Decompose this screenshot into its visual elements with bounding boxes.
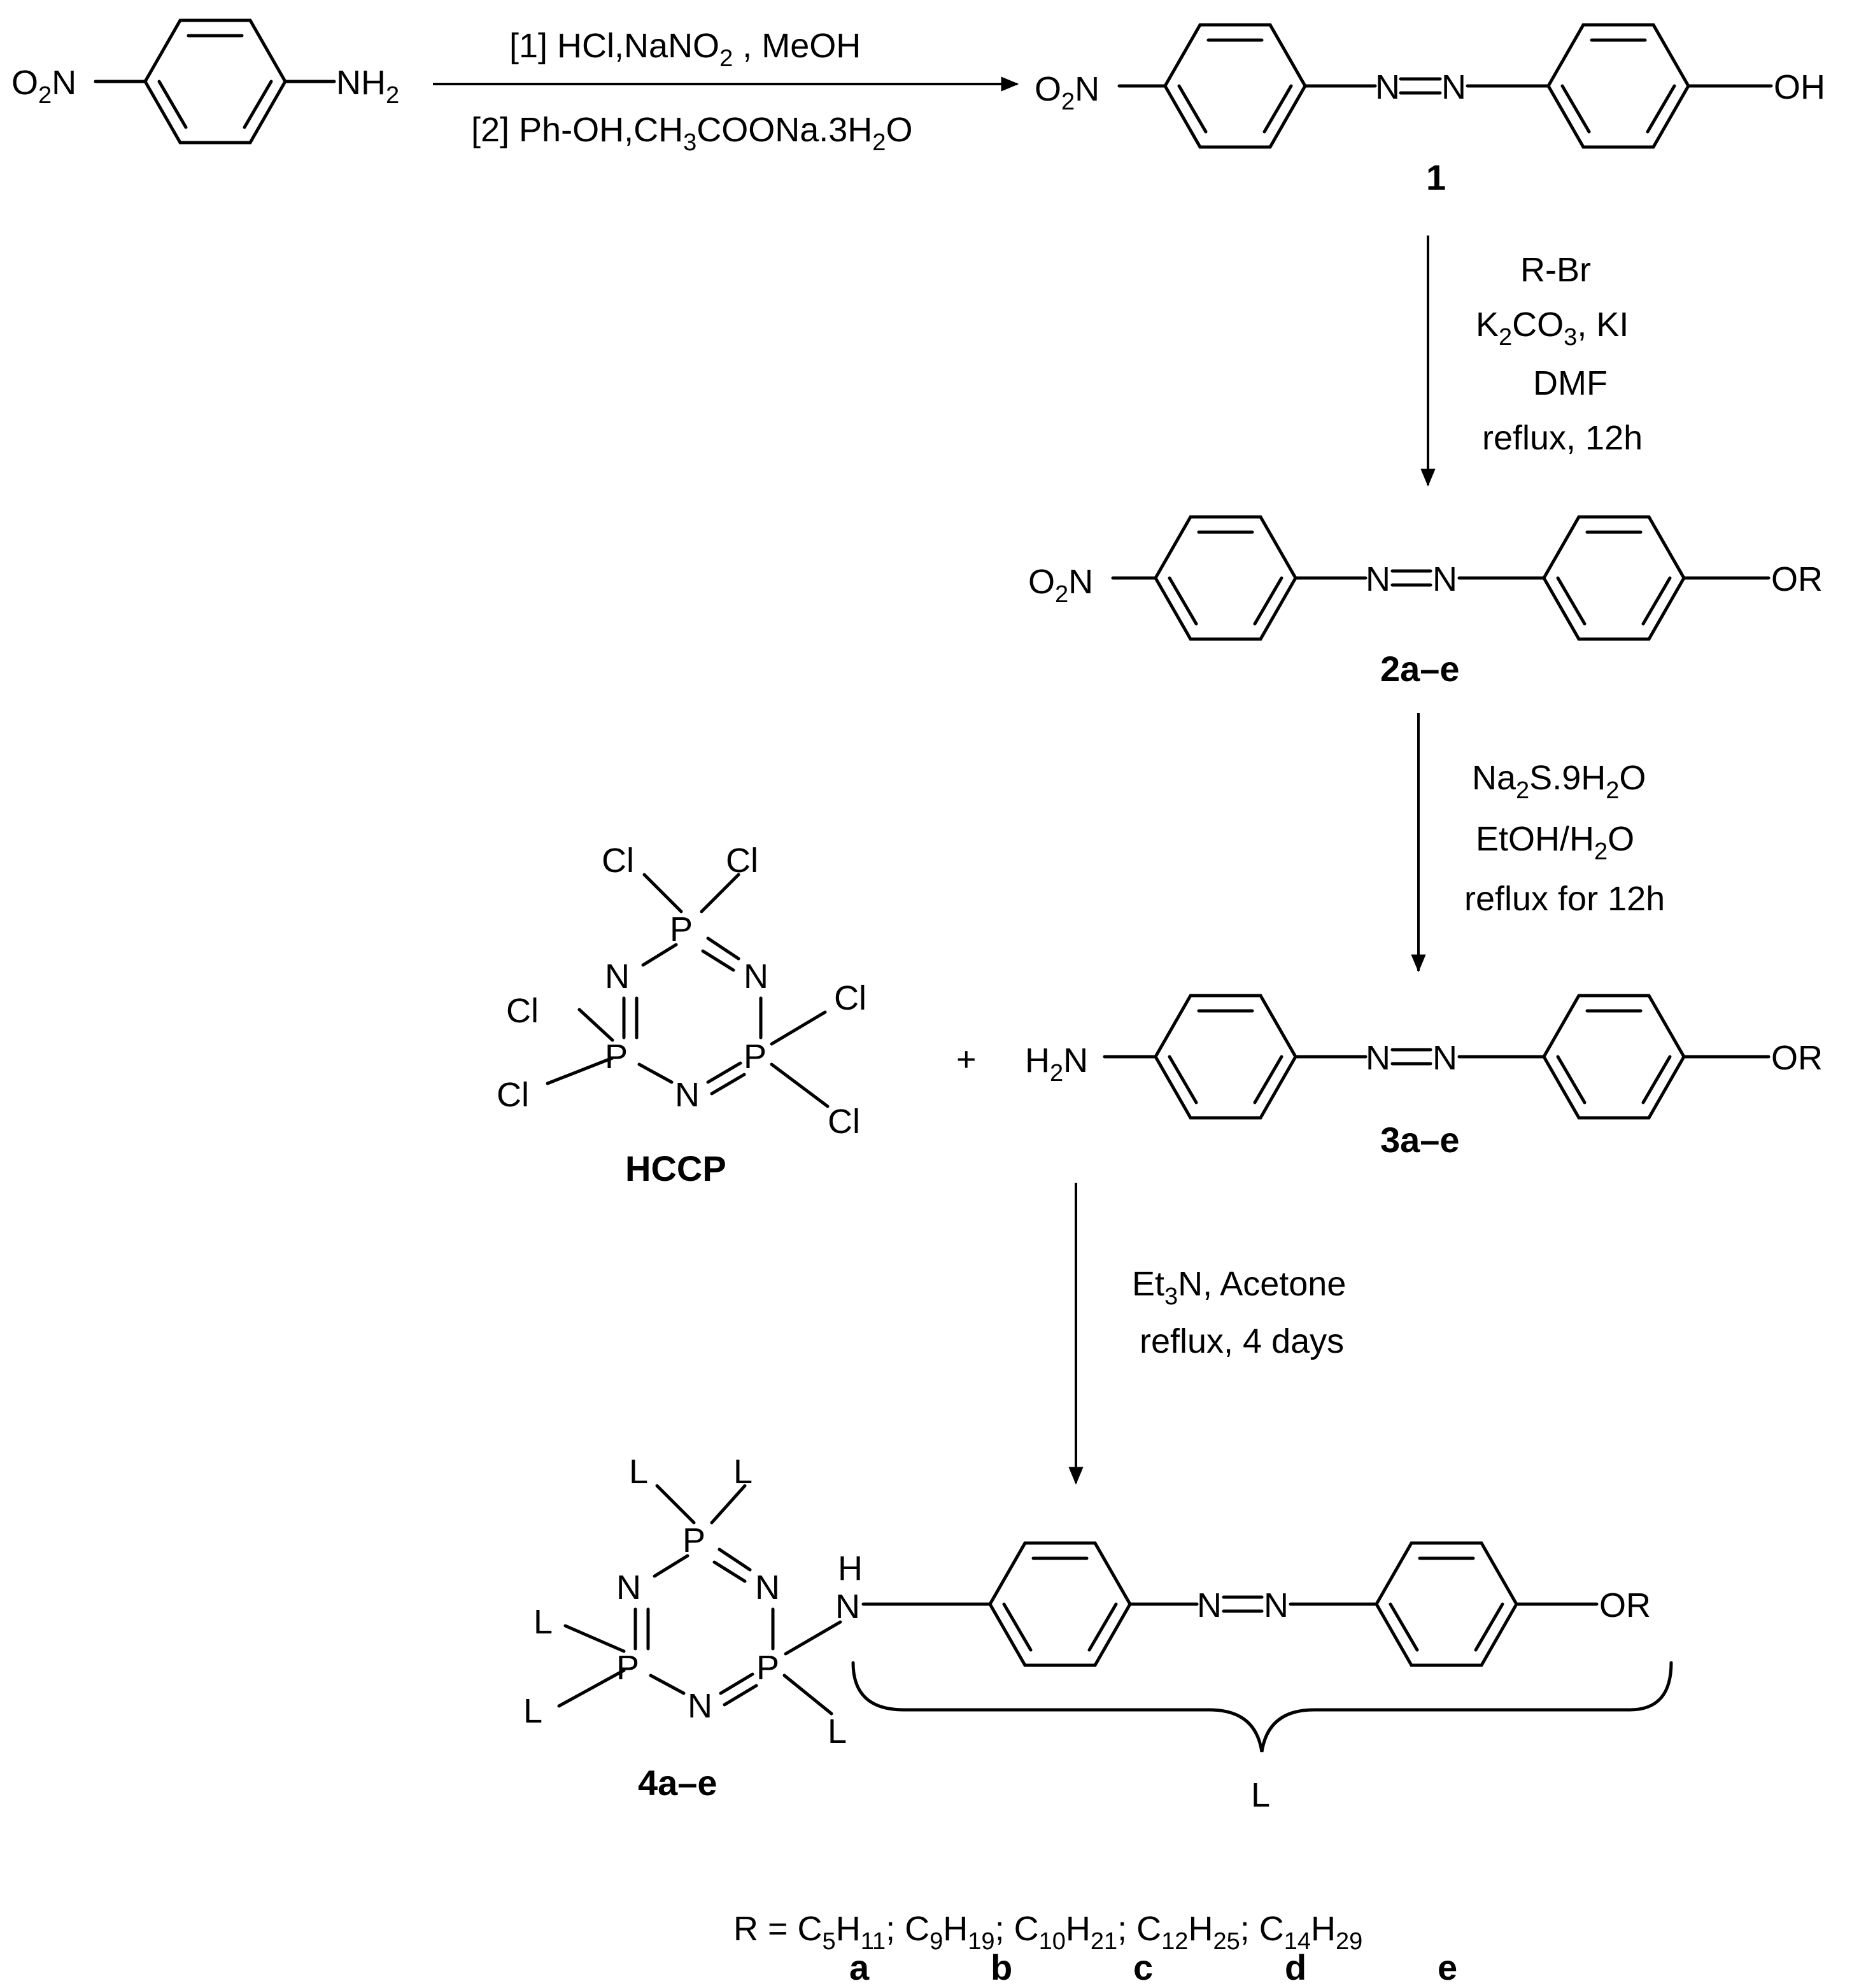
r-letter-b: b — [991, 1947, 1012, 1987]
compound-1-structure: O2N N N OH — [1035, 23, 1825, 149]
compound-3-structure: H2N N N OR — [1025, 994, 1823, 1120]
svg-text:Cl: Cl — [828, 1103, 860, 1141]
svg-text:OH: OH — [1774, 68, 1825, 106]
svg-text:N: N — [744, 957, 768, 996]
svg-text:EtOH/H2O: EtOH/H2O — [1476, 820, 1634, 865]
svg-text:L: L — [523, 1692, 542, 1730]
svg-text:N: N — [675, 1076, 700, 1114]
r-letter-c: c — [1133, 1947, 1153, 1987]
r-group-letters: a b c d e — [849, 1947, 1457, 1987]
svg-text:N: N — [1366, 1039, 1390, 1077]
svg-text:K2CO3, KI: K2CO3, KI — [1476, 306, 1629, 351]
step3-arrow: Na2S.9H2O EtOH/H2O reflux for 12h — [1411, 713, 1665, 973]
step1-reagent-line2: [2] Ph-OH,CH3COONa.3H2O — [471, 111, 912, 156]
svg-text:N: N — [1441, 68, 1466, 106]
compound-4-core: P N N P P N L L L L L H N — [523, 1453, 863, 1751]
svg-text:Cl: Cl — [602, 842, 634, 880]
r-letter-a: a — [849, 1947, 870, 1987]
svg-text:N: N — [688, 1687, 712, 1725]
compound-label-2a-e: 2a–e — [1380, 649, 1460, 689]
svg-text:NH2: NH2 — [336, 64, 399, 109]
r-letter-e: e — [1438, 1947, 1457, 1987]
svg-text:Cl: Cl — [726, 842, 758, 880]
svg-text:H2N: H2N — [1025, 1041, 1088, 1087]
svg-text:DMF: DMF — [1533, 364, 1608, 402]
svg-text:O2N: O2N — [1035, 70, 1099, 115]
step1-arrow: [1] HCl,NaNO2 , MeOH [2] Ph-OH,CH3COONa.… — [433, 27, 1019, 156]
svg-text:L: L — [828, 1712, 847, 1751]
svg-text:R-Br: R-Br — [1520, 251, 1591, 289]
svg-text:Et3N, Acetone: Et3N, Acetone — [1132, 1265, 1346, 1310]
svg-text:P: P — [756, 1649, 779, 1687]
p-nitroaniline-structure: O2N NH2 — [11, 18, 399, 145]
svg-text:O2N: O2N — [11, 64, 76, 109]
svg-text:N: N — [1432, 560, 1457, 598]
compound-label-hccp: HCCP — [625, 1148, 726, 1188]
ligand-label: L — [1251, 1776, 1270, 1814]
svg-text:reflux, 4 days: reflux, 4 days — [1140, 1322, 1344, 1360]
svg-text:Na2S.9H2O: Na2S.9H2O — [1472, 759, 1646, 804]
svg-text:N: N — [616, 1569, 641, 1607]
svg-text:OR: OR — [1771, 1039, 1823, 1077]
svg-text:reflux, 12h: reflux, 12h — [1482, 419, 1643, 457]
svg-text:L: L — [534, 1603, 553, 1641]
plus-sign: + — [956, 1040, 977, 1078]
svg-text:H: H — [838, 1549, 863, 1588]
svg-text:Cl: Cl — [506, 992, 539, 1030]
svg-text:L: L — [733, 1453, 753, 1491]
compound-2-structure: O2N N N OR — [1028, 515, 1823, 641]
svg-text:N: N — [755, 1569, 780, 1607]
step1-reagent-line1: [1] HCl,NaNO2 , MeOH — [509, 27, 861, 72]
svg-text:P: P — [682, 1521, 705, 1560]
svg-text:N: N — [1197, 1586, 1222, 1625]
svg-text:P: P — [744, 1038, 767, 1076]
svg-text:L: L — [629, 1453, 648, 1491]
svg-text:N: N — [1432, 1039, 1457, 1077]
compound-4-ligand-arm: N N OR L — [851, 1541, 1673, 1814]
hccp-structure: P N N P P N Cl Cl Cl Cl Cl Cl — [497, 842, 866, 1141]
svg-text:N: N — [835, 1588, 860, 1626]
compound-label-3a-e: 3a–e — [1380, 1120, 1460, 1160]
svg-text:P: P — [616, 1649, 639, 1687]
svg-text:N: N — [605, 957, 630, 996]
step2-arrow: R-Br K2CO3, KI DMF reflux, 12h — [1420, 236, 1643, 487]
svg-text:O2N: O2N — [1028, 563, 1093, 608]
r-group-definition: R = C5H11; C9H19; C10H21; C12H25; C14H29 — [733, 1910, 1362, 1955]
ligand-brace — [851, 1661, 1673, 1752]
svg-text:N: N — [1366, 560, 1390, 598]
svg-text:P: P — [670, 910, 693, 948]
svg-text:Cl: Cl — [497, 1076, 529, 1114]
svg-text:P: P — [605, 1038, 628, 1076]
r-letter-d: d — [1285, 1947, 1306, 1987]
svg-text:OR: OR — [1599, 1586, 1651, 1625]
step4-arrow: Et3N, Acetone reflux, 4 days — [1068, 1183, 1346, 1485]
compound-label-1: 1 — [1426, 157, 1446, 197]
compound-label-4a-e: 4a–e — [638, 1763, 717, 1803]
svg-text:OR: OR — [1771, 560, 1823, 598]
svg-text:reflux for 12h: reflux for 12h — [1464, 880, 1665, 918]
svg-text:N: N — [1264, 1586, 1289, 1625]
svg-text:Cl: Cl — [834, 979, 866, 1017]
svg-text:N: N — [1375, 68, 1400, 106]
